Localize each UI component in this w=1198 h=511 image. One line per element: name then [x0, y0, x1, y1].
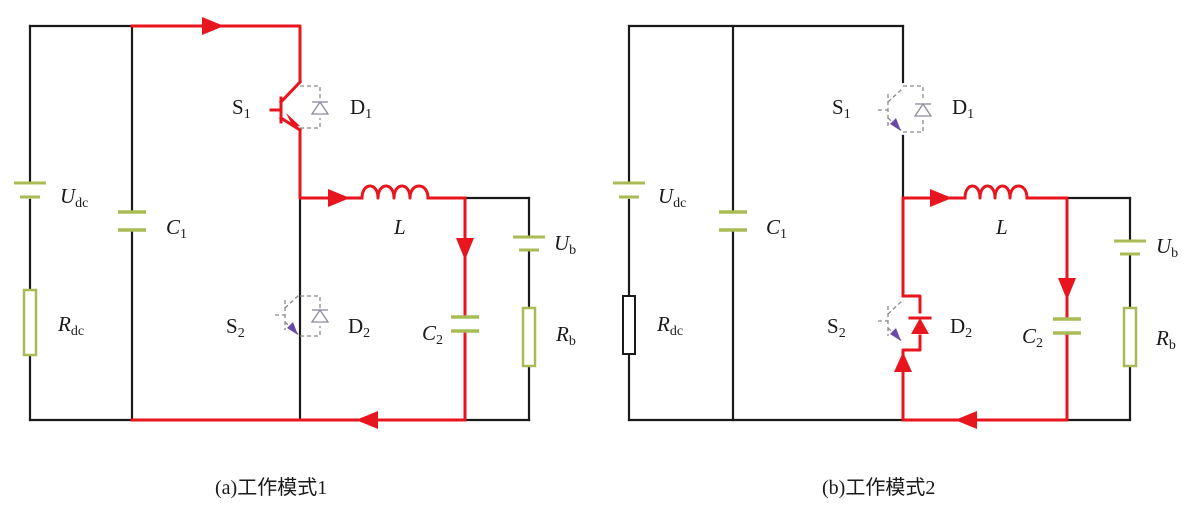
label-s1-b: S1: [832, 95, 851, 122]
diode-d1-a: [300, 85, 330, 129]
wires-b: [627, 24, 1132, 422]
battery-udc-b: [613, 181, 645, 199]
capacitor-c2-a: [451, 315, 479, 333]
diode-d2-a: [300, 295, 330, 337]
arrow-up-icon: [894, 352, 912, 372]
label-s2-a: S2: [226, 314, 245, 341]
capacitor-c1-a: [118, 210, 146, 232]
diagram-b: Udc Rdc C1 S1 D1 S2 D2 L C2 Ub Rb (b)工作模…: [613, 24, 1178, 499]
emitter-arrow-icon: [287, 322, 298, 335]
resistor-rb-b: [1122, 306, 1138, 368]
label-udc-b: Udc: [658, 184, 686, 211]
label-s1-a: S1: [232, 95, 251, 122]
arrow-right-icon: [328, 189, 350, 207]
switch-s2-b: [878, 299, 904, 343]
label-c2-b: C2: [1022, 324, 1043, 351]
label-ub-a: Ub: [554, 231, 576, 258]
wires-a: [28, 24, 531, 422]
arrow-right-icon: [202, 17, 224, 35]
arrow-down-icon: [1058, 278, 1076, 300]
diode-d2-b: [908, 316, 932, 334]
arrow-right-icon: [930, 189, 952, 207]
label-ub-b: Ub: [1156, 234, 1178, 261]
inductor-l-a: [360, 184, 430, 200]
label-d1-b: D1: [952, 95, 974, 122]
battery-ub-b: [1114, 239, 1146, 256]
label-c1-a: C1: [166, 215, 187, 242]
label-s2-b: S2: [827, 314, 846, 341]
label-rb-b: Rb: [1155, 326, 1176, 353]
label-d1-a: D1: [350, 95, 372, 122]
capacitor-c1-b: [719, 210, 747, 232]
arrow-left-icon: [356, 411, 378, 429]
label-d2-b: D2: [950, 314, 972, 341]
arrow-down-icon: [456, 238, 474, 260]
label-rdc-b: Rdc: [656, 312, 683, 339]
battery-udc-a: [14, 181, 46, 199]
caption-a: (a)工作模式1: [215, 476, 327, 499]
arrow-left-icon: [955, 411, 977, 429]
resistor-rdc-a: [22, 288, 38, 357]
emitter-arrow-icon: [286, 113, 300, 127]
resistor-rdc-b: [622, 295, 636, 355]
label-udc-a: Udc: [60, 184, 88, 211]
label-l-b: L: [995, 215, 1008, 239]
switch-s1-a: [269, 79, 303, 133]
current-path-b: [894, 189, 1076, 429]
resistor-rb-a: [521, 306, 537, 368]
emitter-arrow-icon: [890, 118, 901, 131]
switch-s2-a: [275, 293, 301, 337]
inductor-l-b: [963, 184, 1029, 200]
label-rb-a: Rb: [555, 322, 576, 349]
label-l-a: L: [393, 215, 406, 239]
caption-b: (b)工作模式2: [822, 476, 935, 499]
label-c2-a: C2: [422, 321, 443, 348]
current-path-a: [130, 17, 474, 429]
battery-ub-a: [513, 235, 545, 252]
label-c1-b: C1: [766, 215, 787, 242]
switch-s1-b: [878, 87, 904, 133]
diagram-a: Udc Rdc C1 S1 D1 S2 D2 L C2 Ub Rb (a)工作模…: [14, 17, 576, 499]
label-d2-a: D2: [348, 314, 370, 341]
emitter-arrow-icon: [890, 328, 901, 341]
capacitor-c2-b: [1053, 317, 1081, 335]
diode-d1-b: [903, 85, 933, 133]
label-rdc-a: Rdc: [57, 312, 84, 339]
